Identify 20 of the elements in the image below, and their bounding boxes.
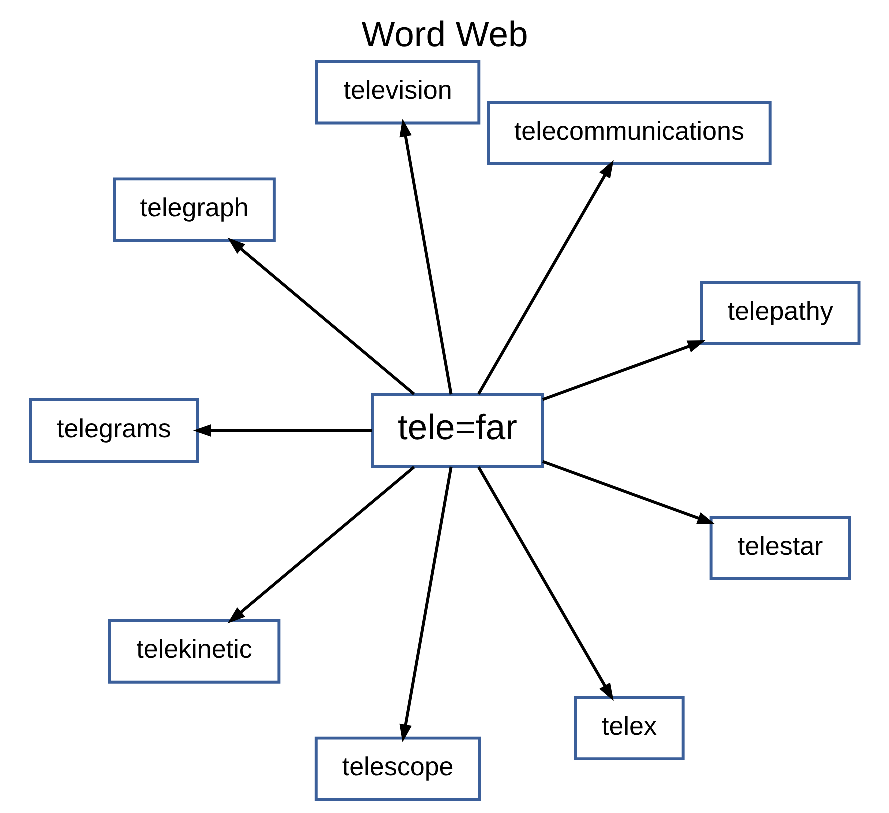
arrow bbox=[542, 340, 706, 402]
arrow bbox=[399, 119, 452, 395]
node-box: telegrams bbox=[28, 398, 199, 464]
node-box: telestar bbox=[709, 516, 851, 581]
arrow bbox=[542, 460, 715, 525]
node-box: telegraph bbox=[112, 178, 276, 242]
node-box: telecommunications bbox=[486, 101, 772, 166]
node-box: television bbox=[315, 60, 480, 125]
arrow bbox=[227, 238, 415, 396]
node-box: tele=far bbox=[370, 393, 544, 468]
node-box: telescope bbox=[314, 736, 481, 802]
node-box: telex bbox=[574, 696, 684, 761]
node-box: telekinetic bbox=[108, 619, 280, 684]
arrow bbox=[477, 160, 614, 396]
arrow bbox=[399, 466, 452, 742]
arrow bbox=[227, 466, 415, 624]
node-box: telepathy bbox=[700, 281, 860, 346]
arrow bbox=[477, 466, 614, 702]
diagram-title: Word Web bbox=[361, 14, 528, 54]
arrow bbox=[192, 424, 372, 437]
